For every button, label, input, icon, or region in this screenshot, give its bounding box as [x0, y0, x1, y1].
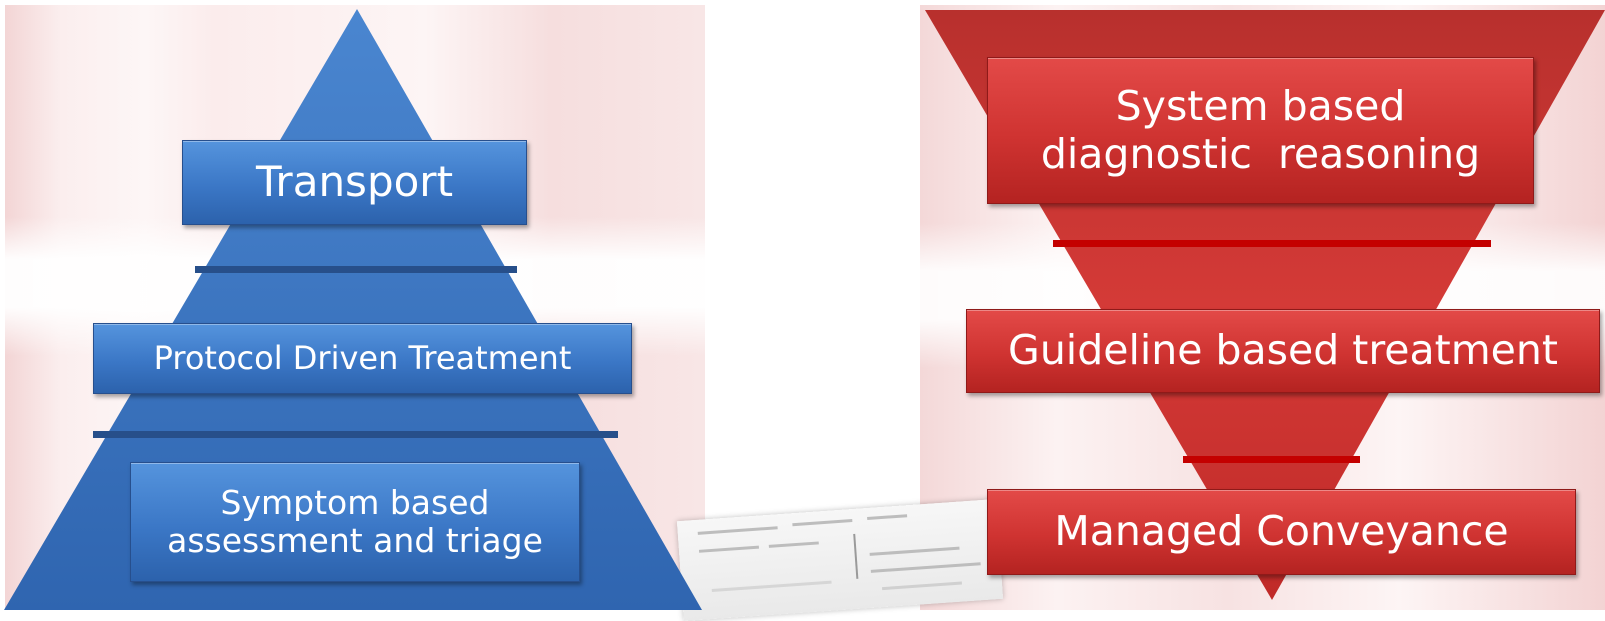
- system-based-label: System based: [1115, 82, 1406, 131]
- symptom-based-assessment-box: Symptom based assessment and triage: [130, 462, 580, 582]
- symptom-based-label: Symptom based: [220, 483, 490, 523]
- right-separator-1: [1053, 240, 1491, 247]
- managed-conveyance-box: Managed Conveyance: [987, 489, 1576, 575]
- left-pyramid-triangle: [4, 9, 702, 610]
- transport-box: Transport: [182, 140, 527, 225]
- left-separator-1: [195, 266, 517, 273]
- left-separator-2: [93, 431, 618, 438]
- diagnostic-reasoning-label: diagnostic reasoning: [1040, 129, 1481, 178]
- protocol-driven-treatment-box: Protocol Driven Treatment: [93, 323, 632, 394]
- managed-conveyance-label: Managed Conveyance: [1054, 507, 1509, 556]
- guideline-based-treatment-label: Guideline based treatment: [1008, 326, 1558, 375]
- protocol-driven-treatment-label: Protocol Driven Treatment: [153, 339, 572, 378]
- right-separator-2: [1183, 456, 1360, 463]
- guideline-based-treatment-box: Guideline based treatment: [966, 309, 1600, 393]
- system-based-diagnostic-reasoning-box: System based diagnostic reasoning: [987, 57, 1534, 204]
- assessment-and-triage-label: assessment and triage: [167, 521, 543, 560]
- transport-label: Transport: [255, 157, 454, 207]
